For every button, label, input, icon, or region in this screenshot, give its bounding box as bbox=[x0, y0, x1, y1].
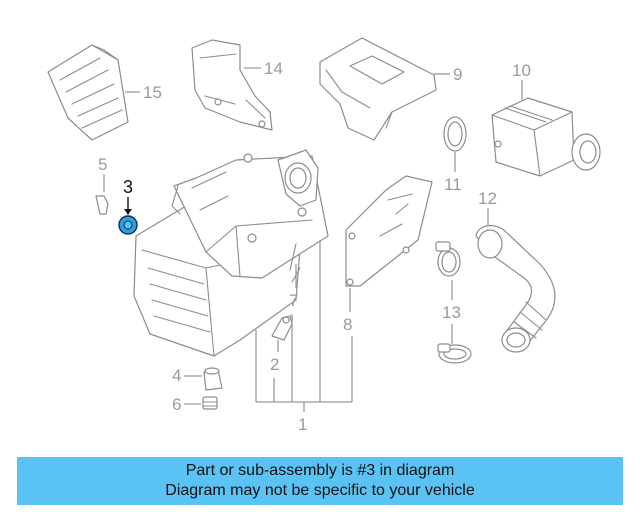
callout-3-highlighted: 3 bbox=[123, 177, 133, 197]
callout-15: 15 bbox=[143, 83, 162, 102]
callout-7: 7 bbox=[289, 291, 298, 310]
part-9-cover bbox=[319, 37, 437, 141]
callout-11: 11 bbox=[444, 175, 462, 194]
part-11-oring bbox=[443, 116, 467, 152]
part-3-nut-highlighted bbox=[118, 215, 138, 235]
callout-1: 1 bbox=[298, 415, 307, 434]
callout-5: 5 bbox=[98, 155, 107, 174]
callout-8: 8 bbox=[343, 315, 352, 334]
callout-14: 14 bbox=[264, 59, 283, 78]
callout-2: 2 bbox=[270, 355, 279, 374]
banner-line-part: Part or sub-assembly is #3 in diagram bbox=[185, 462, 455, 479]
part-13-hose-clamps bbox=[435, 241, 472, 364]
part-1-air-cleaner bbox=[133, 149, 329, 357]
part-10-airflow-meter bbox=[491, 97, 601, 177]
parts-diagram: 15 14 9 10 11 12 bbox=[47, 37, 601, 434]
callout-4: 4 bbox=[172, 366, 181, 385]
info-banner: Part or sub-assembly is #3 in diagram Di… bbox=[17, 457, 623, 505]
part-4-grommet bbox=[203, 367, 223, 391]
part-5-bolt bbox=[95, 195, 109, 215]
part-15-intake-duct bbox=[47, 44, 129, 141]
callout-10: 10 bbox=[512, 61, 531, 80]
callout-13: 13 bbox=[442, 303, 461, 322]
callout-12: 12 bbox=[478, 189, 497, 208]
leader-3-arrowhead bbox=[124, 209, 132, 215]
part-14-bracket bbox=[191, 39, 273, 131]
part-6-mount bbox=[202, 396, 218, 410]
part-8-heat-shield bbox=[345, 175, 433, 287]
leader-1-bracket bbox=[255, 240, 353, 412]
callout-6: 6 bbox=[172, 395, 181, 414]
banner-line-disclaimer: Diagram may not be specific to your vehi… bbox=[165, 482, 475, 499]
callout-9: 9 bbox=[453, 65, 462, 84]
part-12-intake-hose bbox=[475, 225, 556, 353]
part-2-clip bbox=[271, 315, 293, 341]
